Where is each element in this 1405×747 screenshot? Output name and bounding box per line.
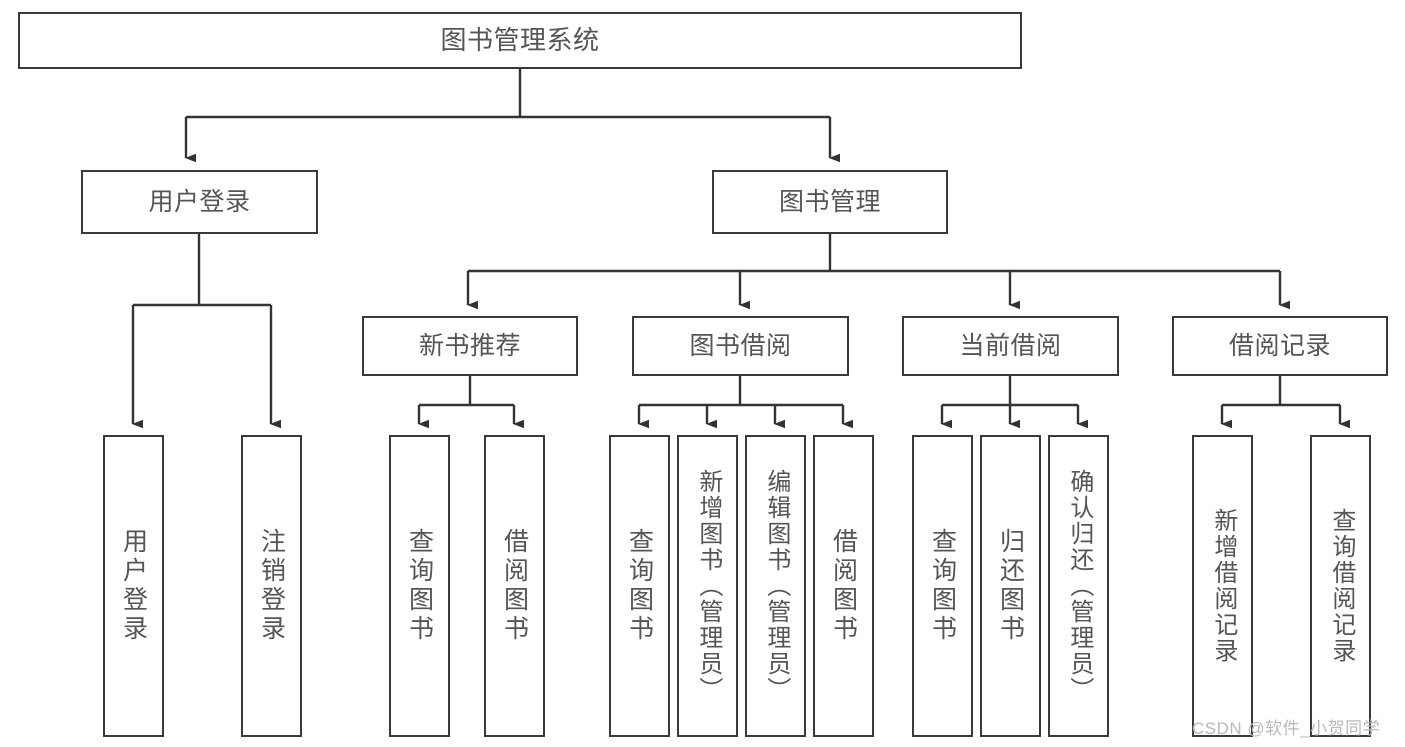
node-leaf-newbook-query-books-label: 查询图书 bbox=[405, 528, 434, 644]
node-leaf-confirm-return-admin-label: 确认归还（管理员） bbox=[1065, 469, 1093, 703]
node-new-book-recommendation-label: 新书推荐 bbox=[418, 332, 521, 360]
node-leaf-edit-book-admin[interactable]: 编辑图书（管理员） bbox=[745, 435, 806, 737]
node-borrowing-record[interactable]: 借阅记录 bbox=[1172, 316, 1388, 376]
node-leaf-user-login-label: 用户登录 bbox=[119, 528, 148, 644]
node-user-login[interactable]: 用户登录 bbox=[81, 170, 318, 234]
node-root-book-management-system[interactable]: 图书管理系统 bbox=[18, 12, 1022, 69]
node-leaf-newbook-borrow-books-label: 借阅图书 bbox=[500, 528, 529, 644]
node-book-borrowing[interactable]: 图书借阅 bbox=[632, 316, 849, 376]
node-leaf-borrow-books[interactable]: 借阅图书 bbox=[813, 435, 874, 737]
node-root-label: 图书管理系统 bbox=[440, 24, 600, 55]
node-leaf-logout[interactable]: 注销登录 bbox=[241, 435, 302, 737]
node-leaf-current-query-books[interactable]: 查询图书 bbox=[912, 435, 973, 737]
node-leaf-borrow-query-books-label: 查询图书 bbox=[625, 528, 654, 644]
node-current-borrowing[interactable]: 当前借阅 bbox=[902, 316, 1119, 376]
node-leaf-add-borrow-record[interactable]: 新增借阅记录 bbox=[1192, 435, 1253, 737]
node-leaf-confirm-return-admin[interactable]: 确认归还（管理员） bbox=[1048, 435, 1109, 737]
node-leaf-logout-label: 注销登录 bbox=[257, 528, 286, 644]
node-leaf-newbook-query-books[interactable]: 查询图书 bbox=[389, 435, 450, 737]
node-leaf-current-query-books-label: 查询图书 bbox=[928, 528, 957, 644]
node-book-management-label: 图书管理 bbox=[778, 188, 881, 216]
node-leaf-borrow-query-books[interactable]: 查询图书 bbox=[609, 435, 670, 737]
node-leaf-newbook-borrow-books[interactable]: 借阅图书 bbox=[484, 435, 545, 737]
node-current-borrowing-label: 当前借阅 bbox=[959, 332, 1062, 360]
node-leaf-add-borrow-record-label: 新增借阅记录 bbox=[1209, 508, 1237, 664]
node-leaf-add-book-admin-label: 新增图书（管理员） bbox=[694, 469, 722, 703]
node-leaf-edit-book-admin-label: 编辑图书（管理员） bbox=[762, 469, 790, 703]
csdn-watermark: CSDN @软件_小贺同学 bbox=[1192, 719, 1381, 738]
node-leaf-borrow-books-label: 借阅图书 bbox=[829, 528, 858, 644]
node-leaf-add-book-admin[interactable]: 新增图书（管理员） bbox=[677, 435, 738, 737]
node-book-borrowing-label: 图书借阅 bbox=[689, 332, 792, 360]
node-leaf-return-books-label: 归还图书 bbox=[996, 528, 1025, 644]
node-leaf-query-borrow-record-label: 查询借阅记录 bbox=[1327, 508, 1355, 664]
node-user-login-label: 用户登录 bbox=[148, 188, 251, 216]
node-new-book-recommendation[interactable]: 新书推荐 bbox=[362, 316, 578, 376]
node-leaf-return-books[interactable]: 归还图书 bbox=[980, 435, 1041, 737]
node-borrowing-record-label: 借阅记录 bbox=[1228, 332, 1331, 360]
node-leaf-user-login[interactable]: 用户登录 bbox=[103, 435, 164, 737]
node-book-management[interactable]: 图书管理 bbox=[712, 170, 948, 234]
node-leaf-query-borrow-record[interactable]: 查询借阅记录 bbox=[1310, 435, 1371, 737]
